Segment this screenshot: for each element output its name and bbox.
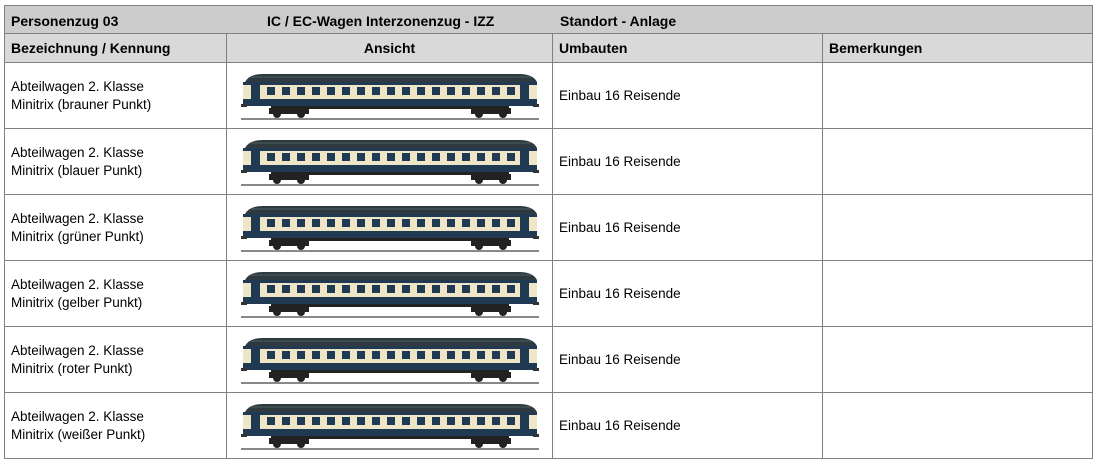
coach-image	[240, 139, 539, 186]
column-header-remarks: Bemerkungen	[822, 33, 1093, 63]
coach-image	[240, 271, 539, 318]
title-cell: Personenzug 03 IC / EC-Wagen Interzonenz…	[4, 5, 1093, 34]
column-header-conversions: Umbauten	[552, 33, 823, 63]
remarks-cell	[822, 194, 1093, 261]
conversion-cell: Einbau 16 Reisende	[552, 392, 823, 459]
designation-cell: Abteilwagen 2. Klasse Minitrix (blauer P…	[4, 128, 227, 195]
train-name: Personenzug 03	[11, 13, 119, 29]
designation-cell: Abteilwagen 2. Klasse Minitrix (grüner P…	[4, 194, 227, 261]
remarks-cell	[822, 326, 1093, 393]
table-row: Abteilwagen 2. Klasse Minitrix (weißer P…	[4, 392, 1093, 459]
wagon-id: Minitrix (roter Punkt)	[11, 360, 133, 376]
table-row: Abteilwagen 2. Klasse Minitrix (brauner …	[4, 62, 1093, 129]
wagon-id: Minitrix (gelber Punkt)	[11, 294, 143, 310]
wagon-name: Abteilwagen 2. Klasse	[11, 408, 144, 424]
conversion-cell: Einbau 16 Reisende	[552, 326, 823, 393]
train-type: IC / EC-Wagen Interzonenzug - IZZ	[267, 13, 495, 29]
wagon-name: Abteilwagen 2. Klasse	[11, 78, 144, 94]
view-cell	[226, 392, 553, 459]
remarks-cell	[822, 392, 1093, 459]
wagon-table: Personenzug 03 IC / EC-Wagen Interzonenz…	[4, 5, 1093, 459]
wagon-id: Minitrix (grüner Punkt)	[11, 228, 144, 244]
location-label: Standort - Anlage	[560, 13, 677, 29]
view-cell	[226, 260, 553, 327]
table-row: Abteilwagen 2. Klasse Minitrix (blauer P…	[4, 128, 1093, 195]
column-header-designation: Bezeichnung / Kennung	[4, 33, 227, 63]
designation-cell: Abteilwagen 2. Klasse Minitrix (gelber P…	[4, 260, 227, 327]
coach-image	[240, 205, 539, 252]
wagon-name: Abteilwagen 2. Klasse	[11, 276, 144, 292]
remarks-cell	[822, 260, 1093, 327]
designation-cell: Abteilwagen 2. Klasse Minitrix (weißer P…	[4, 392, 227, 459]
remarks-cell	[822, 62, 1093, 129]
wagon-id: Minitrix (weißer Punkt)	[11, 426, 146, 442]
title-row: Personenzug 03 IC / EC-Wagen Interzonenz…	[4, 5, 1093, 34]
table-row: Abteilwagen 2. Klasse Minitrix (roter Pu…	[4, 326, 1093, 393]
table-row: Abteilwagen 2. Klasse Minitrix (gelber P…	[4, 260, 1093, 327]
conversion-cell: Einbau 16 Reisende	[552, 260, 823, 327]
column-header-view: Ansicht	[226, 33, 553, 63]
conversion-cell: Einbau 16 Reisende	[552, 128, 823, 195]
coach-image	[240, 73, 539, 120]
wagon-name: Abteilwagen 2. Klasse	[11, 210, 144, 226]
wagon-name: Abteilwagen 2. Klasse	[11, 144, 144, 160]
table-row: Abteilwagen 2. Klasse Minitrix (grüner P…	[4, 194, 1093, 261]
view-cell	[226, 128, 553, 195]
conversion-cell: Einbau 16 Reisende	[552, 194, 823, 261]
remarks-cell	[822, 128, 1093, 195]
view-cell	[226, 62, 553, 129]
view-cell	[226, 194, 553, 261]
designation-cell: Abteilwagen 2. Klasse Minitrix (brauner …	[4, 62, 227, 129]
coach-image	[240, 337, 539, 384]
wagon-id: Minitrix (blauer Punkt)	[11, 162, 143, 178]
wagon-name: Abteilwagen 2. Klasse	[11, 342, 144, 358]
view-cell	[226, 326, 553, 393]
coach-image	[240, 403, 539, 450]
column-header-row: Bezeichnung / Kennung Ansicht Umbauten B…	[4, 33, 1093, 63]
designation-cell: Abteilwagen 2. Klasse Minitrix (roter Pu…	[4, 326, 227, 393]
wagon-id: Minitrix (brauner Punkt)	[11, 96, 152, 112]
conversion-cell: Einbau 16 Reisende	[552, 62, 823, 129]
